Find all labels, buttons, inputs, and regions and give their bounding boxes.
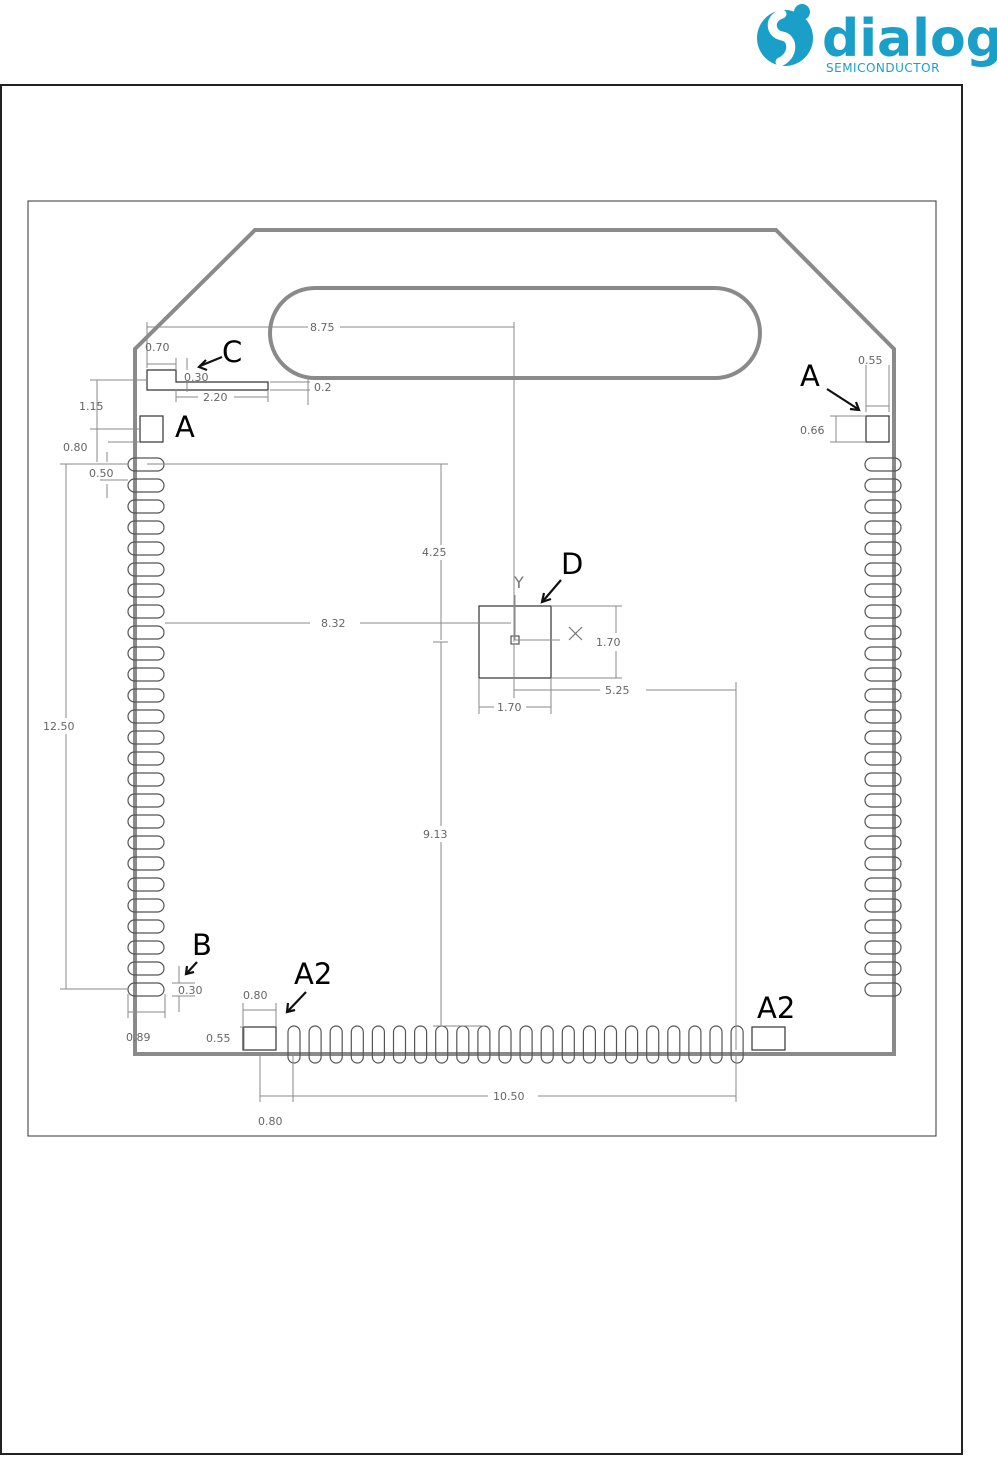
bottom-pad xyxy=(520,1026,532,1063)
pad-a2-left xyxy=(243,1027,276,1050)
dim-0-70: 0.70 xyxy=(145,341,170,354)
bottom-pad xyxy=(562,1026,574,1063)
dim-8-75: 8.75 xyxy=(310,321,335,334)
dim-1-70-v: 1.70 xyxy=(596,636,621,649)
dim-8-32: 8.32 xyxy=(321,617,346,630)
callout-arrows xyxy=(186,357,859,1012)
dim-2-20: 2.20 xyxy=(203,391,228,404)
dim-1-70-h: 1.70 xyxy=(497,701,522,714)
x-axis-mark-icon xyxy=(569,627,582,640)
bottom-pad xyxy=(499,1026,511,1063)
dim-0-80-bottom: 0.80 xyxy=(258,1115,283,1128)
dim-12-50: 12.50 xyxy=(43,720,75,733)
bottom-pad xyxy=(394,1026,406,1063)
dim-1-15: 1.15 xyxy=(79,400,104,413)
bottom-pad-row xyxy=(288,1026,743,1063)
bottom-pad xyxy=(309,1026,321,1063)
callout-c: C xyxy=(222,335,242,369)
callout-a2-left: A2 xyxy=(294,957,332,991)
bottom-pad xyxy=(689,1026,701,1063)
dim-0-50: 0.50 xyxy=(89,467,114,480)
bottom-pad xyxy=(478,1026,490,1063)
bottom-pad xyxy=(372,1026,384,1063)
bottom-pad xyxy=(626,1026,638,1063)
dim-0-30-b: 0.30 xyxy=(178,984,203,997)
bottom-pad xyxy=(605,1026,617,1063)
dim-9-13: 9.13 xyxy=(423,828,448,841)
dim-0-55-top: 0.55 xyxy=(858,354,883,367)
dim-0-2: 0.2 xyxy=(314,381,332,394)
bottom-pad xyxy=(647,1026,659,1063)
dim-5-25: 5.25 xyxy=(605,684,630,697)
bottom-pad xyxy=(731,1026,743,1063)
callout-a-right: A xyxy=(800,359,820,393)
pad-a2-right xyxy=(752,1027,785,1050)
bottom-pad xyxy=(668,1026,680,1063)
callout-b: B xyxy=(192,928,212,962)
dim-4-25: 4.25 xyxy=(422,546,447,559)
bottom-pad xyxy=(436,1026,448,1063)
pad-a-left xyxy=(140,416,163,442)
axis-y-label: Y xyxy=(513,573,524,592)
dim-0-80-a2: 0.80 xyxy=(243,989,268,1002)
dim-10-50: 10.50 xyxy=(493,1090,525,1103)
dim-0-80-top: 0.80 xyxy=(63,441,88,454)
bottom-pad xyxy=(351,1026,363,1063)
bottom-pad xyxy=(288,1026,300,1063)
dim-0-30-c: 0.30 xyxy=(184,371,209,384)
dim-0-89: 0.89 xyxy=(126,1031,151,1044)
dim-0-66: 0.66 xyxy=(800,424,825,437)
bottom-pad xyxy=(415,1026,427,1063)
bottom-pad xyxy=(457,1026,469,1063)
bottom-pad xyxy=(330,1026,342,1063)
dim-0-55-a2: 0.55 xyxy=(206,1032,231,1045)
bottom-pad xyxy=(583,1026,595,1063)
pad-a-right xyxy=(866,416,889,442)
callout-a-left: A xyxy=(175,410,195,444)
bottom-pad xyxy=(710,1026,722,1063)
bottom-pad xyxy=(541,1026,553,1063)
antenna-keepout xyxy=(270,288,760,378)
callout-d: D xyxy=(561,547,583,581)
callout-a2-right: A2 xyxy=(757,991,795,1025)
